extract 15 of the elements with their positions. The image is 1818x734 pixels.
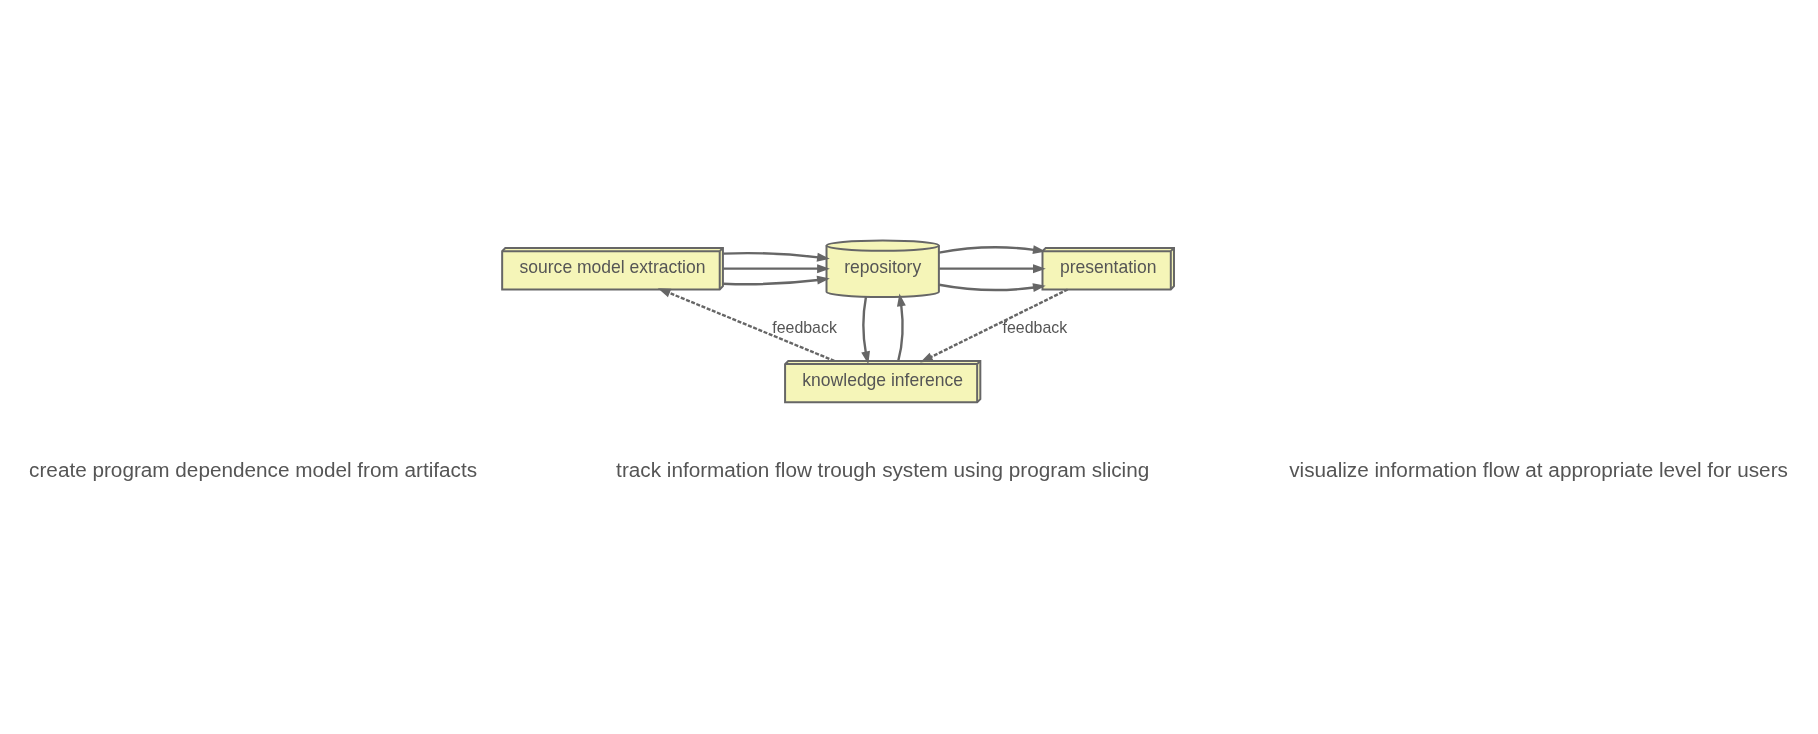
arrow [939,263,1046,273]
arrow [657,287,835,362]
edge-label: feedback [772,318,837,336]
arrow [723,263,830,273]
edge-label: feedback [1002,318,1068,336]
arrow [861,296,870,364]
label: visualize information flow at appropriate level for users [1289,457,1788,481]
label: create program dependence model from artifacts [29,457,478,481]
arrow [723,275,830,285]
arrow [723,251,830,262]
arrow [920,287,1069,362]
arrow [938,244,1046,254]
label: track information flow trough system using program slicing [616,457,1150,481]
arrow [938,282,1046,292]
arrow [896,292,906,361]
